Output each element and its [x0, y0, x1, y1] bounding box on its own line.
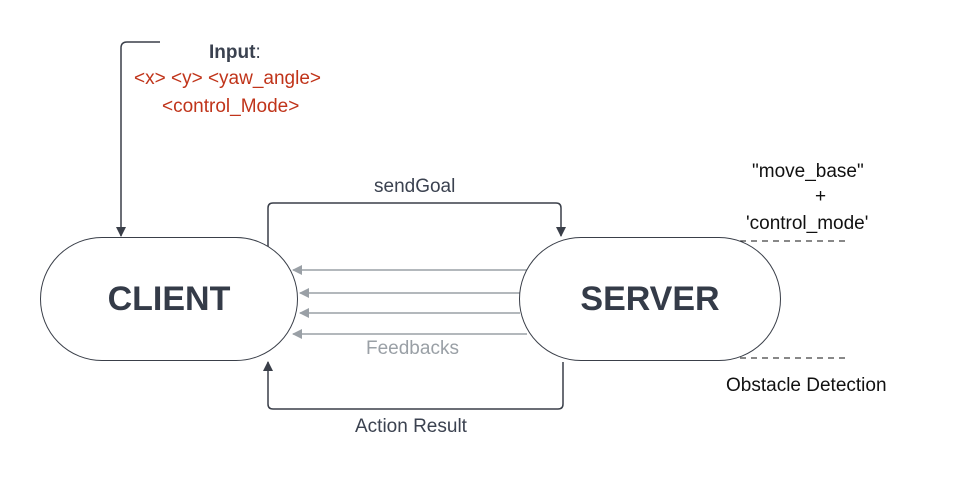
obstacle-detection-note: Obstacle Detection: [726, 375, 887, 396]
plus-note: +: [815, 186, 827, 207]
send-goal-arrow: [267, 202, 566, 250]
action-result-arrow: [263, 361, 564, 410]
server-node: SERVER: [519, 237, 781, 361]
input-heading: Input: [209, 42, 256, 63]
feedbacks-label: Feedbacks: [366, 338, 459, 359]
control-mode-note: 'control_mode': [746, 213, 869, 234]
move-base-note: "move_base": [752, 161, 864, 182]
server-label: SERVER: [580, 279, 720, 318]
input-arrow: [116, 41, 160, 237]
action-result-label: Action Result: [355, 416, 467, 437]
input-colon: :: [255, 42, 261, 63]
input-params-line2: <control_Mode>: [162, 96, 300, 117]
send-goal-label: sendGoal: [374, 176, 456, 197]
input-params-line1: <x> <y> <yaw_angle>: [134, 68, 321, 89]
input-heading-line: Input:: [209, 42, 261, 64]
client-label: CLIENT: [107, 279, 231, 318]
client-node: CLIENT: [40, 237, 298, 361]
